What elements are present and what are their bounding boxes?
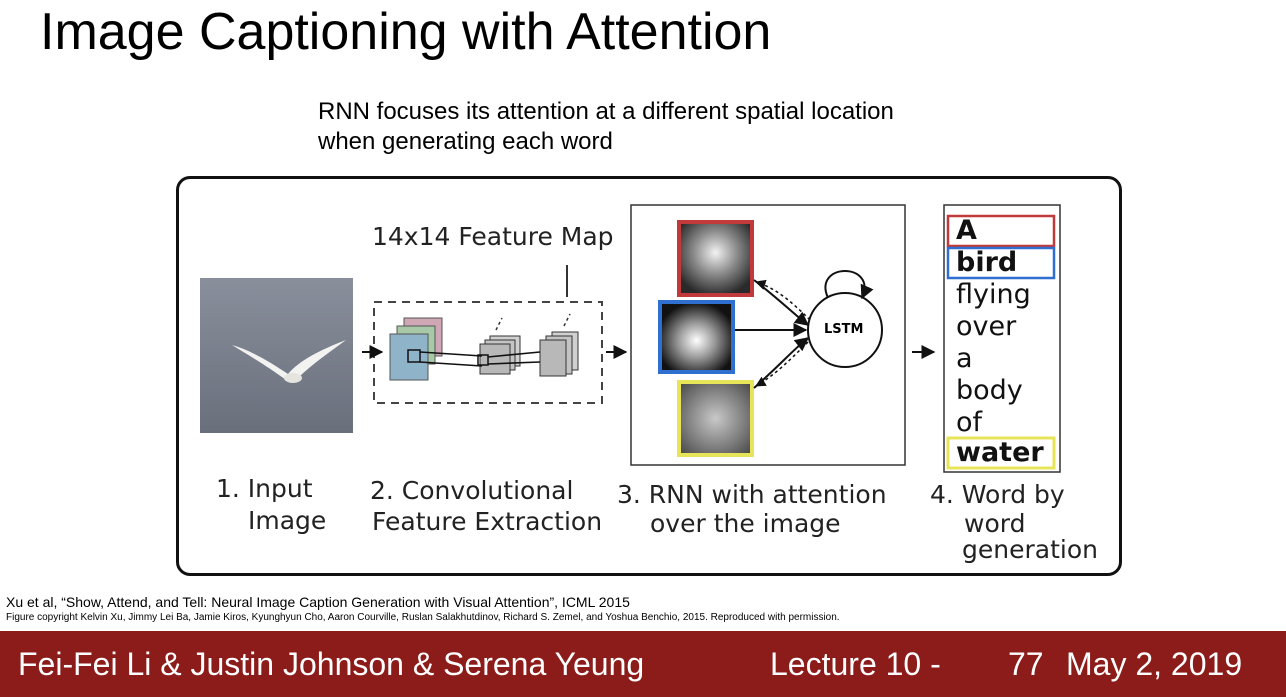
step4-line1: 4. Word by (930, 480, 1065, 509)
word-item: bird (956, 247, 1018, 278)
step4-line2: word (964, 509, 1026, 538)
word-column-frame (943, 204, 1061, 473)
footer-authors: Fei-Fei Li & Justin Johnson & Serena Yeu… (18, 646, 645, 682)
footer-bar: Fei-Fei Li & Justin Johnson & Serena Yeu… (0, 631, 1286, 697)
subtitle-line-2: when generating each word (318, 128, 613, 155)
subtitle-line-1: RNN focuses its attention at a different… (318, 98, 894, 125)
word-highlight-blue (946, 246, 1056, 280)
step2-line2: Feature Extraction (372, 507, 603, 536)
footer-date: May 2, 2019 (1066, 646, 1243, 682)
slide-title: Image Captioning with Attention (40, 3, 772, 61)
lstm-label: LSTM (824, 322, 864, 337)
word-item: A (956, 215, 977, 246)
step4-line3: generation (962, 535, 1098, 564)
step1-line1: 1. Input (216, 474, 313, 503)
word-item: a (956, 343, 973, 374)
word-item: of (956, 407, 983, 438)
word-highlight-yellow (946, 436, 1056, 470)
step2-line1: 2. Convolutional (370, 476, 574, 505)
step1-line2: Image (248, 506, 327, 535)
conv-feature-stack (362, 265, 628, 404)
word-item: flying (956, 279, 1031, 310)
citation-line-2: Figure copyright Kelvin Xu, Jimmy Lei Ba… (6, 612, 840, 623)
footer-page-number: 77 (1008, 646, 1044, 682)
word-item: water (956, 437, 1044, 468)
attention-map-blue (658, 300, 735, 374)
input-image (200, 278, 353, 433)
word-item: body (956, 375, 1023, 406)
diagram-frame (176, 176, 1122, 576)
feature-map-label: 14x14 Feature Map (372, 222, 614, 251)
footer-lecture: Lecture 10 - (770, 646, 941, 682)
lstm-node (807, 292, 883, 368)
attention-map-yellow (677, 380, 754, 457)
citation-line-1: Xu et al, “Show, Attend, and Tell: Neura… (6, 594, 630, 610)
step3-line1: 3. RNN with attention (617, 480, 887, 509)
word-highlight-red (946, 214, 1056, 248)
attention-map-red (677, 220, 754, 297)
step3-line2: over the image (650, 509, 841, 538)
word-item: over (956, 311, 1017, 342)
rnn-attention-panel (630, 204, 936, 466)
